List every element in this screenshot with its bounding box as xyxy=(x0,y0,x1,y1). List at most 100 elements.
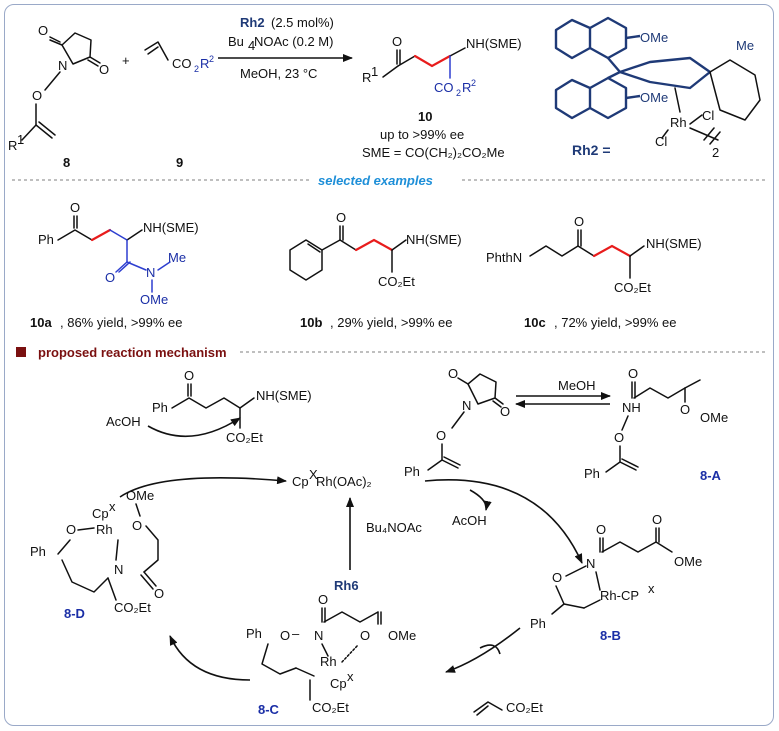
example-result: , 86% yield, >99% ee xyxy=(60,315,183,330)
o-atom: O xyxy=(154,586,164,601)
co2et-label: CO₂Et xyxy=(114,600,151,615)
ome-label: OMe xyxy=(640,90,668,105)
rh-cp-sup: x xyxy=(648,581,655,596)
o-atom: O xyxy=(628,366,638,381)
acoh-label: AcOH xyxy=(106,414,141,429)
o-atom: O xyxy=(70,200,80,215)
example-id: 10a xyxy=(30,315,52,330)
ee-note: up to >99% ee xyxy=(380,127,464,142)
dimer-count: 2 xyxy=(712,145,719,160)
sme-definition: SME = CO(CH₂)₂CO₂Me xyxy=(362,145,505,160)
mech-8C: O OMe O N O – Ph Rh Cp x CO₂Et 8-C xyxy=(246,592,416,717)
rh-atom: Rh xyxy=(320,654,337,669)
o-atom: O xyxy=(614,430,624,445)
r1-sup: 1 xyxy=(17,132,24,147)
o-atom: O xyxy=(500,404,510,419)
compound-9: CO 2 R 2 9 xyxy=(144,41,214,170)
ome-label: OMe xyxy=(640,30,668,45)
nh-sme: NH(SME) xyxy=(466,36,522,51)
label-8B: 8-B xyxy=(600,628,621,643)
co2r2-sup: 2 xyxy=(209,54,214,64)
ome-label: OMe xyxy=(674,554,702,569)
n-atom: N xyxy=(114,562,123,577)
co2et-label: CO₂Et xyxy=(614,280,651,295)
co2r2-sub: 2 xyxy=(194,64,199,74)
o-atom: O xyxy=(448,366,458,381)
nh-atom: NH xyxy=(622,400,641,415)
nh-sme: NH(SME) xyxy=(406,232,462,247)
plus-sign: + xyxy=(122,53,130,68)
example-10a: O Ph NH(SME) O N Me OMe 10a , 86% yield,… xyxy=(30,200,199,330)
label-8C: 8-C xyxy=(258,702,280,717)
additive-rest: NOAc (0.2 M) xyxy=(254,34,333,49)
ph-label: Ph xyxy=(38,232,54,247)
mech-acrylate: CO₂Et xyxy=(473,700,543,716)
o-atom: O xyxy=(32,88,42,103)
cpx-label: Cp xyxy=(330,676,347,691)
o-atom: O xyxy=(436,428,446,443)
co2et-label: CO₂Et xyxy=(378,274,415,289)
compound-8: O O N O R 1 8 xyxy=(8,23,109,170)
rh6-label: Rh6 xyxy=(334,578,359,593)
ph-label: Ph xyxy=(404,464,420,479)
cpx-sup: x xyxy=(347,669,354,684)
n-atom: N xyxy=(462,398,471,413)
phthn-label: PhthN xyxy=(486,250,522,265)
r1-label: R xyxy=(362,70,371,85)
co2r2-label: CO xyxy=(172,56,192,71)
rh2-structure: OMe OMe Me Rh Cl Cl 2 Rh2 = xyxy=(554,16,761,160)
o-atom: O xyxy=(280,628,290,643)
o-atom: O xyxy=(132,518,142,533)
o-atom: O xyxy=(99,62,109,77)
acrylate-label: CO₂Et xyxy=(506,700,543,715)
o-atom: O xyxy=(66,522,76,537)
example-id: 10b xyxy=(300,315,322,330)
co2et-label: CO₂Et xyxy=(226,430,263,445)
catalyst-rest: Rh(OAc)₂ xyxy=(316,474,372,489)
ph-label: Ph xyxy=(246,626,262,641)
acoh-label: AcOH xyxy=(452,513,487,528)
n-atom: N xyxy=(586,556,595,571)
label-8A: 8-A xyxy=(700,468,722,483)
o-n-dash: – xyxy=(292,626,300,641)
o-atom: O xyxy=(184,368,194,383)
co2r2-label: CO xyxy=(434,80,454,95)
ome-label: OMe xyxy=(126,488,154,503)
o-atom: O xyxy=(105,270,115,285)
n-atom: N xyxy=(314,628,323,643)
rh2-label: Rh2 = xyxy=(572,142,611,158)
ph-label: Ph xyxy=(152,400,168,415)
example-10b: O NH(SME) CO₂Et 10b , 29% yield, >99% ee xyxy=(289,210,462,330)
mech-8A: O O OMe NH O Ph 8-A xyxy=(584,366,728,483)
co2et-label: CO₂Et xyxy=(312,700,349,715)
o-atom: O xyxy=(336,210,346,225)
scheme-frame xyxy=(4,4,774,726)
co2r2-r: R xyxy=(200,56,209,71)
cl-atom: Cl xyxy=(702,108,714,123)
cpx-label: Cp xyxy=(92,506,109,521)
nh-sme: NH(SME) xyxy=(646,236,702,251)
bu4noac-label: Bu₄NOAc xyxy=(366,520,422,535)
co2r2-r: R xyxy=(462,80,471,95)
reaction-arrow: Rh2 (2.5 mol%) Bu 4 NOAc (0.2 M) MeOH, 2… xyxy=(218,15,353,81)
o-atom: O xyxy=(318,592,328,607)
mech-8D: Cp x Rh OMe O N O O Ph CO₂Et 8-D xyxy=(30,488,164,621)
nh-sme: NH(SME) xyxy=(143,220,199,235)
label-10: 10 xyxy=(418,109,432,124)
o-atom: O xyxy=(360,628,370,643)
rh-atom: Rh xyxy=(670,115,687,130)
o-atom: O xyxy=(596,522,606,537)
nh-sme: NH(SME) xyxy=(256,388,312,403)
ph-label: Ph xyxy=(584,466,600,481)
o-atom: O xyxy=(38,23,48,38)
conditions: MeOH, 23 °C xyxy=(240,66,317,81)
example-id: 10c xyxy=(524,315,546,330)
me-label: Me xyxy=(168,250,186,265)
ome-label: OMe xyxy=(388,628,416,643)
catalyst-cp: Cp xyxy=(292,474,309,489)
label-9: 9 xyxy=(176,155,183,170)
additive: Bu xyxy=(228,34,244,49)
r1-sup: 1 xyxy=(371,64,378,79)
mech-8B: O O OMe N O Rh-CP x Ph 8-B xyxy=(530,512,702,643)
